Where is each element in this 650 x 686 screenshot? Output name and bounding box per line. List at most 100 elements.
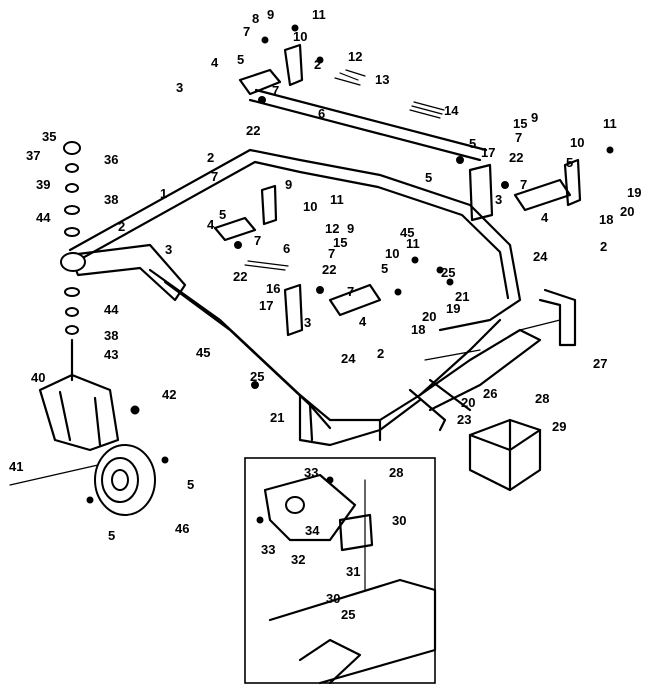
- callout-15: 15: [513, 116, 527, 131]
- callout-8: 8: [252, 11, 259, 26]
- callout-10: 10: [303, 199, 317, 214]
- callout-32: 32: [291, 552, 305, 567]
- callout-18: 18: [599, 212, 613, 227]
- callout-28: 28: [389, 465, 403, 480]
- callout-4: 4: [359, 314, 367, 329]
- callout-16: 16: [266, 281, 280, 296]
- callout-30: 30: [392, 513, 406, 528]
- callout-5: 5: [219, 207, 226, 222]
- callout-45: 45: [196, 345, 210, 360]
- callout-5: 5: [425, 170, 432, 185]
- callout-22: 22: [246, 123, 260, 138]
- callout-3: 3: [304, 315, 311, 330]
- callout-13: 13: [375, 72, 389, 87]
- callout-35: 35: [42, 129, 56, 144]
- callout-41: 41: [9, 459, 23, 474]
- callout-28: 28: [535, 391, 549, 406]
- callout-10: 10: [570, 135, 584, 150]
- callout-34: 34: [305, 523, 320, 538]
- callout-20: 20: [620, 204, 634, 219]
- callout-33: 33: [261, 542, 275, 557]
- callout-7: 7: [254, 233, 261, 248]
- callout-26: 26: [483, 386, 497, 401]
- callout-21: 21: [455, 289, 469, 304]
- callout-25: 25: [341, 607, 355, 622]
- callout-43: 43: [104, 347, 118, 362]
- callout-5: 5: [469, 136, 476, 151]
- callout-9: 9: [267, 7, 274, 22]
- caster-assembly: [9, 141, 156, 516]
- callout-2: 2: [207, 150, 214, 165]
- callout-42: 42: [162, 387, 176, 402]
- deck-frame: [68, 148, 542, 447]
- callout-25: 25: [441, 265, 455, 280]
- callout-27: 27: [593, 356, 607, 371]
- callout-7: 7: [347, 284, 354, 299]
- callout-11: 11: [603, 116, 617, 131]
- callout-6: 6: [318, 106, 325, 121]
- callout-17: 17: [481, 145, 495, 160]
- callout-19: 19: [446, 301, 460, 316]
- callout-3: 3: [165, 242, 172, 257]
- caster-arm: [60, 243, 187, 302]
- hardware: [86, 24, 614, 524]
- callout-12: 12: [325, 221, 339, 236]
- callout-21: 21: [270, 410, 284, 425]
- callout-24: 24: [341, 351, 356, 366]
- callout-11: 11: [406, 236, 420, 251]
- callout-17: 17: [259, 298, 273, 313]
- callout-7: 7: [515, 130, 522, 145]
- callout-36: 36: [104, 152, 118, 167]
- callout-39: 39: [36, 177, 50, 192]
- callout-23: 23: [457, 412, 471, 427]
- callout-2: 2: [377, 346, 384, 361]
- callout-31: 31: [346, 564, 360, 579]
- detail-inset: [244, 457, 437, 685]
- callout-2: 2: [314, 57, 321, 72]
- brace-rod: [244, 69, 488, 271]
- callout-12: 12: [348, 49, 362, 64]
- callout-37: 37: [26, 148, 40, 163]
- callout-19: 19: [627, 185, 641, 200]
- callout-10: 10: [385, 246, 399, 261]
- callout-4: 4: [541, 210, 549, 225]
- callout-4: 4: [207, 217, 215, 232]
- callout-11: 11: [312, 7, 326, 22]
- callout-40: 40: [31, 370, 45, 385]
- callout-7: 7: [328, 246, 335, 261]
- height-brackets: [213, 43, 582, 337]
- callout-15: 15: [333, 235, 347, 250]
- callout-5: 5: [381, 261, 388, 276]
- callout-3: 3: [495, 192, 502, 207]
- callout-7: 7: [243, 24, 250, 39]
- callout-5: 5: [108, 528, 115, 543]
- callout-18: 18: [411, 322, 425, 337]
- callout-9: 9: [531, 110, 538, 125]
- callout-3: 3: [176, 80, 183, 95]
- callout-9: 9: [347, 221, 354, 236]
- callout-7: 7: [520, 177, 527, 192]
- callout-5: 5: [237, 52, 244, 67]
- callout-38: 38: [104, 192, 118, 207]
- callout-10: 10: [293, 29, 307, 44]
- callout-38: 38: [104, 328, 118, 343]
- callout-22: 22: [322, 262, 336, 277]
- callout-20: 20: [461, 395, 475, 410]
- callout-5: 5: [187, 477, 194, 492]
- callout-33: 33: [304, 465, 318, 480]
- callout-7: 7: [272, 83, 279, 98]
- callout-44: 44: [104, 302, 119, 317]
- callout-7: 7: [211, 169, 218, 184]
- callout-29: 29: [552, 419, 566, 434]
- callout-2: 2: [600, 239, 607, 254]
- callout-22: 22: [509, 150, 523, 165]
- callout-24: 24: [533, 249, 548, 264]
- callout-1: 1: [160, 186, 167, 201]
- callout-22: 22: [233, 269, 247, 284]
- rear-hitch: [408, 288, 577, 492]
- callout-44: 44: [36, 210, 51, 225]
- callout-9: 9: [285, 177, 292, 192]
- callout-25: 25: [250, 369, 264, 384]
- callout-46: 46: [175, 521, 189, 536]
